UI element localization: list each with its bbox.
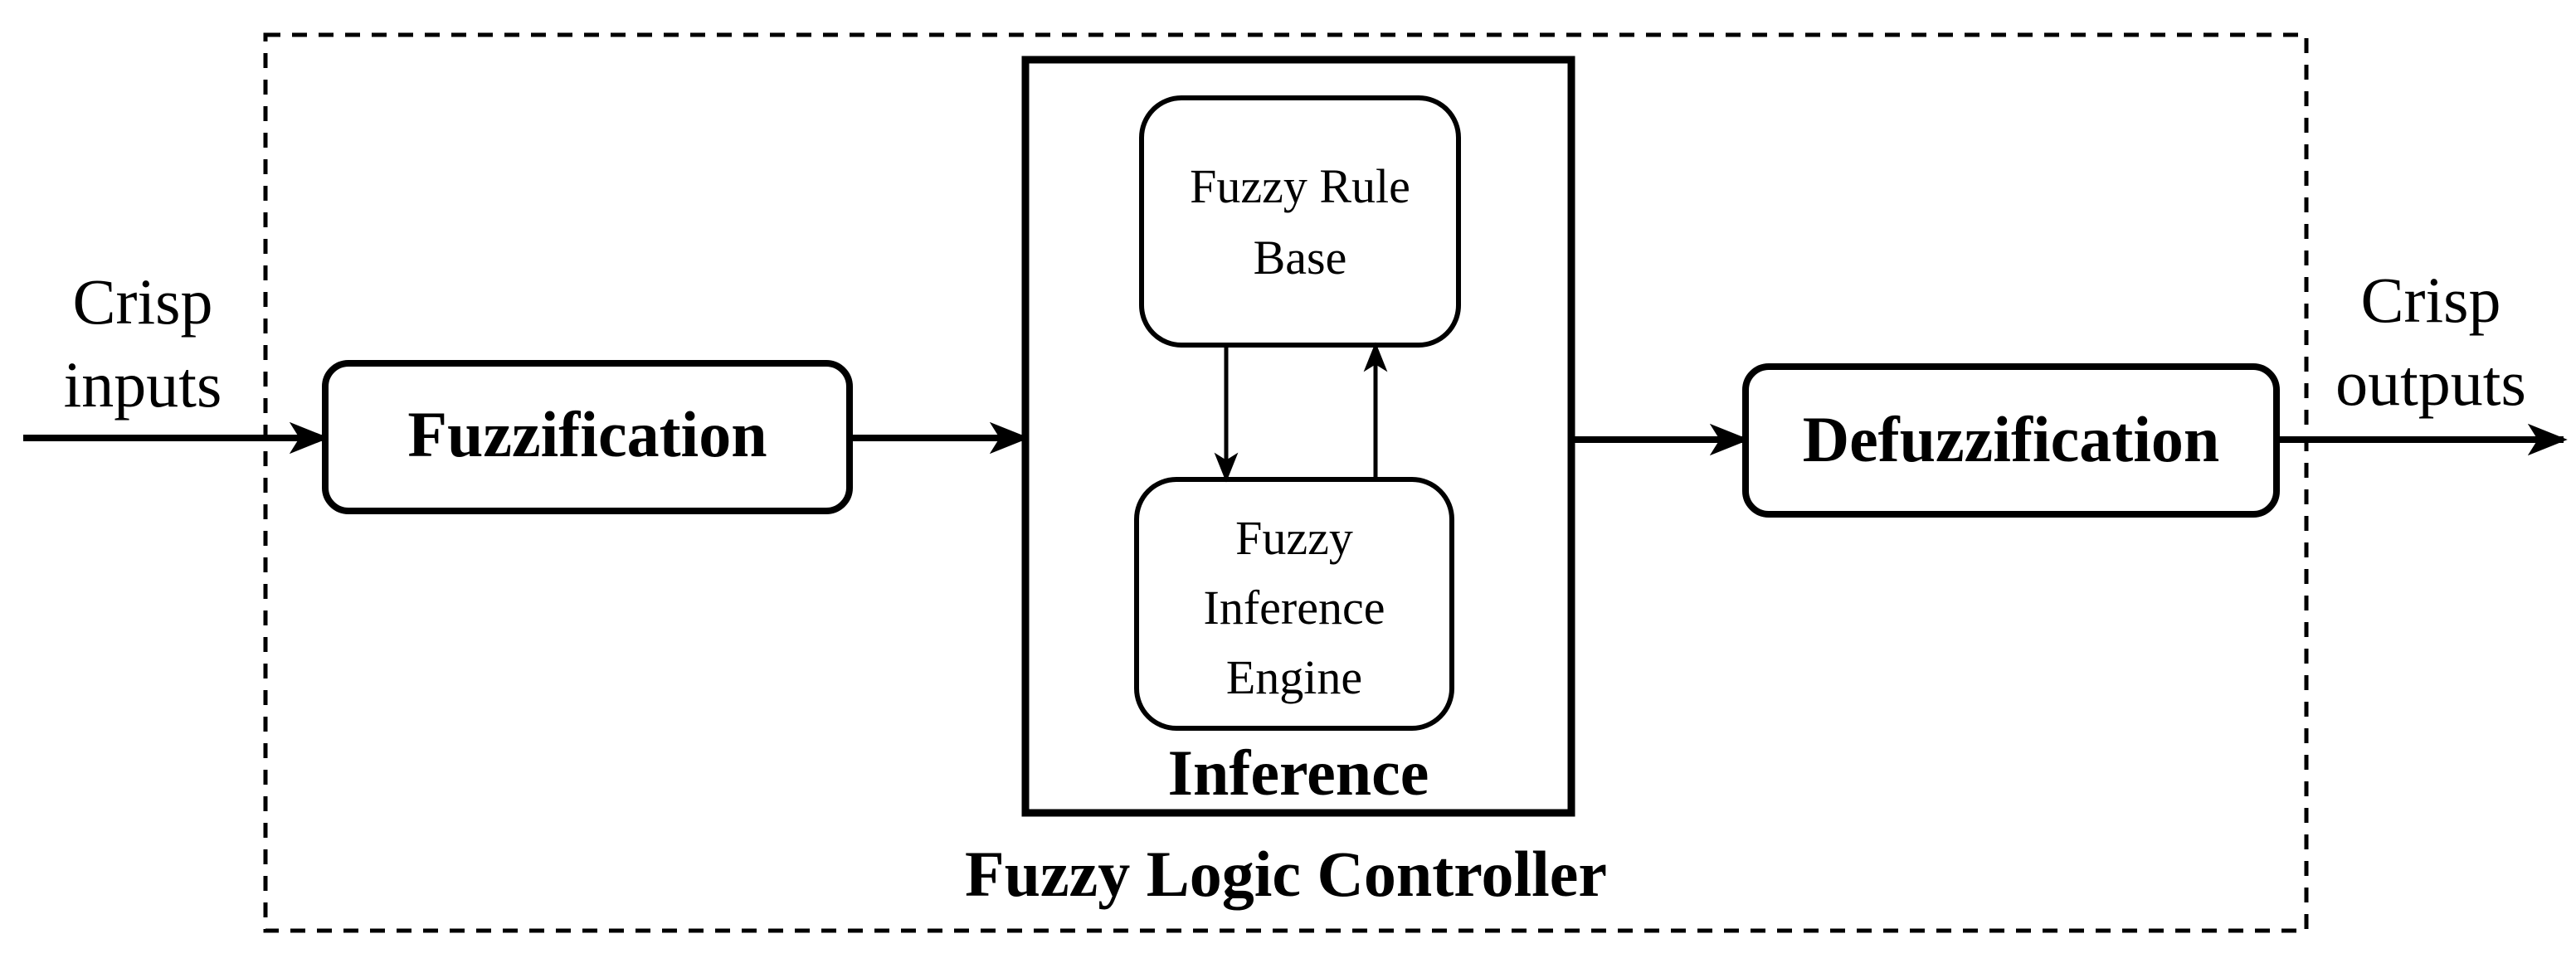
- fuzzy-rule-base-label-line1: Fuzzy Rule: [1190, 159, 1410, 213]
- crisp-outputs-label-line2: outputs: [2335, 347, 2526, 419]
- fuzzy-inference-engine-box: [1134, 477, 1454, 731]
- controller-title: Fuzzy Logic Controller: [965, 838, 1607, 910]
- crisp-inputs-label-line2: inputs: [64, 348, 222, 421]
- crisp-outputs-label-line1: Crisp: [2360, 264, 2501, 336]
- fuzzy-rule-base-box: [1139, 95, 1461, 348]
- defuzzification-label: Defuzzification: [1803, 403, 2220, 475]
- crisp-inputs-label-line1: Crisp: [72, 265, 212, 338]
- fuzzy-rule-base-label-line2: Base: [1254, 231, 1347, 285]
- fuzzification-label: Fuzzification: [407, 398, 767, 470]
- fuzzy-inference-engine-label-line3: Engine: [1226, 650, 1362, 704]
- inference-title: Inference: [1168, 737, 1429, 809]
- fuzzy-inference-engine-label-line1: Fuzzy: [1235, 511, 1353, 565]
- fuzzy-inference-engine-label-line2: Inference: [1204, 581, 1385, 635]
- controller-boundary: [263, 32, 2309, 933]
